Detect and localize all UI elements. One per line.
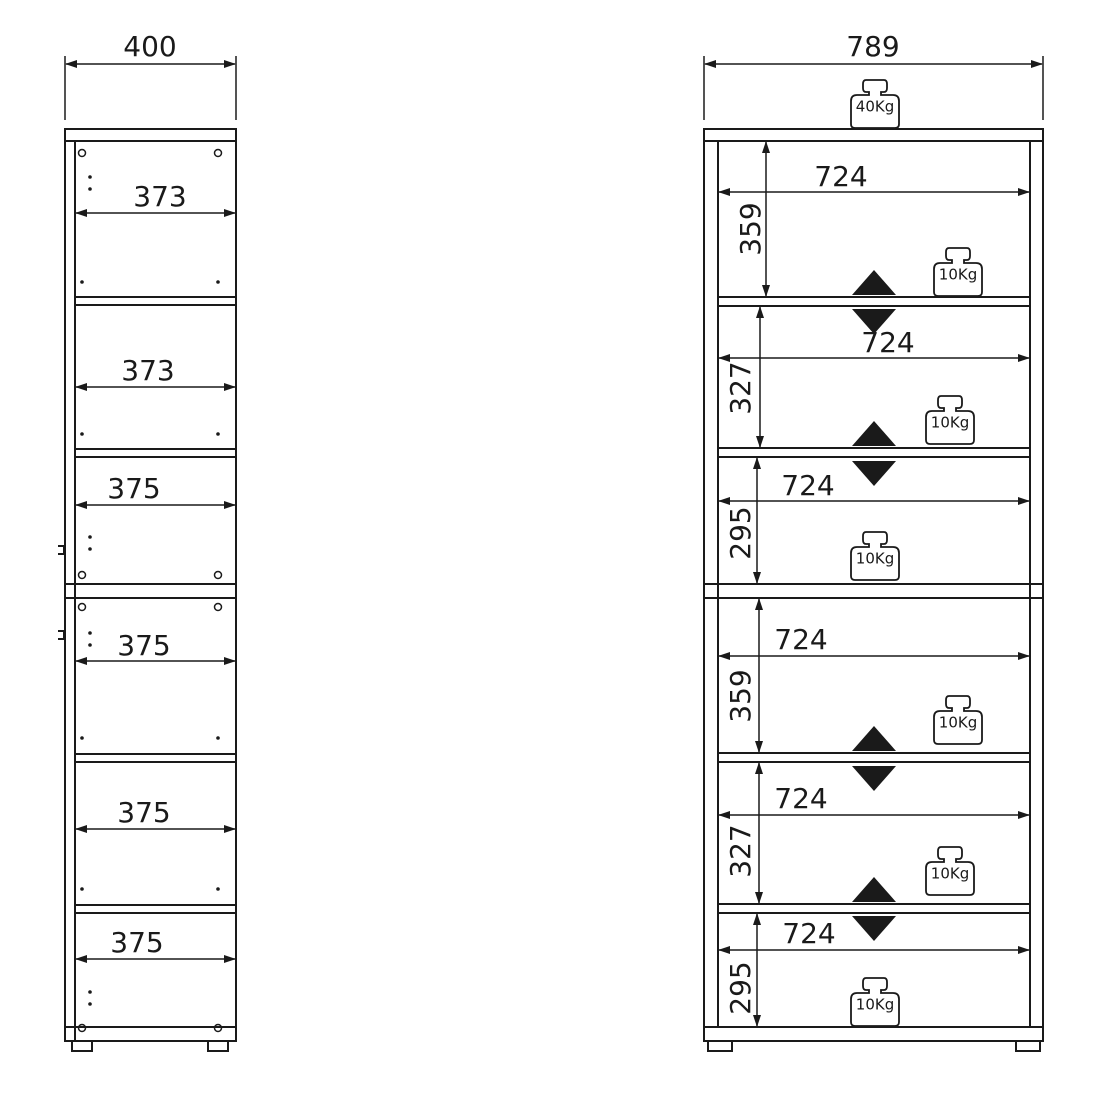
front-inner-width-label: 724: [781, 469, 834, 502]
front-compartment: 724 359 10Kg: [718, 141, 1030, 297]
front-inner-width-label: 724: [774, 623, 827, 656]
load-weight-icon: 10Kg: [850, 531, 900, 581]
adjustable-shelf-markers: [852, 270, 896, 941]
front-height-label: 295: [724, 961, 757, 1014]
side-view: 400: [58, 30, 237, 1052]
front-foot: [707, 1040, 733, 1052]
side-depth-label: 375: [117, 629, 170, 662]
front-shelves: [717, 296, 1031, 914]
load-weight-icon: 10Kg: [850, 977, 900, 1027]
side-shelf: [74, 753, 237, 763]
shelf-down-arrow-icon: [852, 766, 896, 791]
front-compartment: 724 327 10Kg: [718, 306, 1030, 448]
front-view: 789 40Kg: [703, 30, 1044, 1052]
front-shelf: [717, 903, 1031, 914]
front-height-label: 359: [734, 202, 767, 255]
shelf-up-arrow-icon: [852, 270, 896, 295]
side-shelf: [74, 448, 237, 458]
side-door-handle-icon: [58, 630, 65, 640]
load-weight-icon: 10Kg: [933, 695, 983, 745]
front-shelf: [717, 447, 1031, 458]
side-foot: [71, 1040, 93, 1052]
load-weight-icon: 10Kg: [933, 247, 983, 297]
side-depth-dims: 373 373 375 375 375 375: [75, 180, 236, 963]
shelf-down-arrow-icon: [852, 309, 896, 334]
side-shelf-pin-holes: [80, 175, 220, 1006]
side-shelves: [74, 296, 237, 914]
front-inner-width-label: 724: [861, 326, 914, 359]
front-height-label: 327: [724, 361, 757, 414]
side-foot: [207, 1040, 229, 1052]
compartment-load-label: 10Kg: [939, 266, 977, 284]
side-door-handle-icon: [58, 545, 65, 555]
compartment-load-label: 10Kg: [939, 714, 977, 732]
side-depth-label: 375: [107, 472, 160, 505]
front-compartment: 724 359 10Kg: [718, 598, 1030, 753]
front-shelf: [717, 752, 1031, 763]
front-inner-width-label: 724: [814, 160, 867, 193]
front-height-label: 327: [724, 824, 757, 877]
front-compartment: 724 327 10Kg: [718, 762, 1030, 904]
shelf-down-arrow-icon: [852, 461, 896, 486]
compartment-load-label: 10Kg: [856, 996, 894, 1014]
front-foot: [1015, 1040, 1041, 1052]
front-compartment: 724 295 10Kg: [718, 457, 1030, 584]
front-height-label: 295: [724, 506, 757, 559]
side-depth-label: 375: [110, 926, 163, 959]
front-width-label: 789: [846, 30, 899, 63]
side-width-label: 400: [123, 30, 176, 63]
front-compartment: 724 295 10Kg: [718, 913, 1030, 1027]
top-weight-icon: 40Kg: [850, 79, 900, 129]
load-weight-icon: 10Kg: [925, 395, 975, 445]
top-load-label: 40Kg: [856, 98, 894, 116]
compartment-load-label: 10Kg: [931, 414, 969, 432]
compartment-load-label: 10Kg: [931, 865, 969, 883]
shelf-up-arrow-icon: [852, 421, 896, 446]
side-depth-label: 375: [117, 796, 170, 829]
front-height-label: 359: [724, 669, 757, 722]
front-shelf: [717, 296, 1031, 307]
load-weight-icon: 10Kg: [925, 846, 975, 896]
front-inner-width-label: 724: [782, 917, 835, 950]
shelf-up-arrow-icon: [852, 877, 896, 902]
side-depth-label: 373: [133, 180, 186, 213]
compartment-load-label: 10Kg: [856, 550, 894, 568]
side-depth-label: 373: [121, 354, 174, 387]
front-inner-width-label: 724: [774, 782, 827, 815]
side-shelf: [74, 296, 237, 306]
side-hinge-holes: [77, 148, 223, 1033]
shelf-up-arrow-icon: [852, 726, 896, 751]
side-shelf: [74, 904, 237, 914]
shelf-down-arrow-icon: [852, 916, 896, 941]
